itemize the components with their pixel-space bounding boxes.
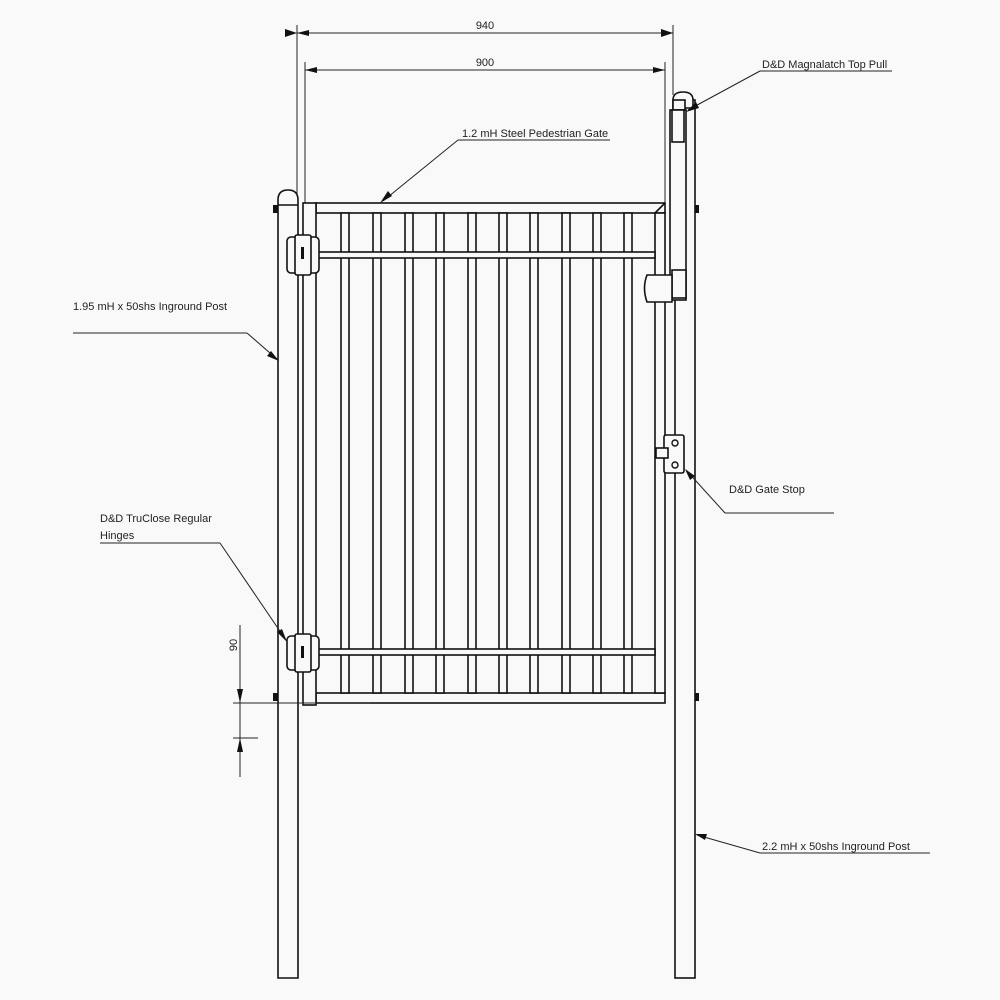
- gate-picket: [467, 212, 477, 694]
- leader-top-pull: D&D Magnalatch Top Pull: [686, 59, 892, 112]
- gate-picket: [592, 212, 602, 694]
- gate-picket: [340, 212, 350, 694]
- dimension-90: 90: [228, 625, 370, 777]
- label-top-pull: D&D Magnalatch Top Pull: [762, 59, 887, 71]
- gate-frame: [302, 202, 666, 706]
- label-right-post: 2.2 mH x 50shs Inground Post: [762, 841, 910, 853]
- bottom-hinge: [286, 633, 320, 673]
- leader-gate-stop: D&D Gate Stop: [685, 469, 834, 514]
- leader-hinges: D&D TruClose Regular Hinges: [100, 513, 287, 642]
- leader-left-post: 1.95 mH x 50shs Inground Post: [73, 301, 279, 361]
- dimension-900-label: 900: [476, 57, 494, 69]
- left-post: [273, 189, 299, 979]
- dimension-900: 900: [304, 57, 666, 203]
- label-gate-stop: D&D Gate Stop: [729, 484, 805, 496]
- gate-picket: [623, 212, 633, 694]
- leader-gate: 1.2 mH Steel Pedestrian Gate: [380, 128, 610, 203]
- label-hinges-line2: Hinges: [100, 530, 135, 542]
- gate-picket: [372, 212, 382, 694]
- gate-picket: [435, 212, 445, 694]
- label-left-post: 1.95 mH x 50shs Inground Post: [73, 301, 227, 313]
- gate-picket: [498, 212, 508, 694]
- top-hinge: [286, 234, 320, 276]
- label-gate: 1.2 mH Steel Pedestrian Gate: [462, 128, 608, 140]
- leader-right-post: 2.2 mH x 50shs Inground Post: [695, 834, 930, 854]
- gate-picket: [529, 212, 539, 694]
- dimension-940: 940: [285, 20, 674, 195]
- dimension-940-label: 940: [476, 20, 494, 32]
- label-hinges-line1: D&D TruClose Regular: [100, 513, 212, 525]
- gate-stop: [655, 434, 685, 474]
- magnalatch: [643, 91, 694, 303]
- gate-picket: [561, 212, 571, 694]
- gate-picket: [404, 212, 414, 694]
- dimension-90-label: 90: [228, 639, 240, 651]
